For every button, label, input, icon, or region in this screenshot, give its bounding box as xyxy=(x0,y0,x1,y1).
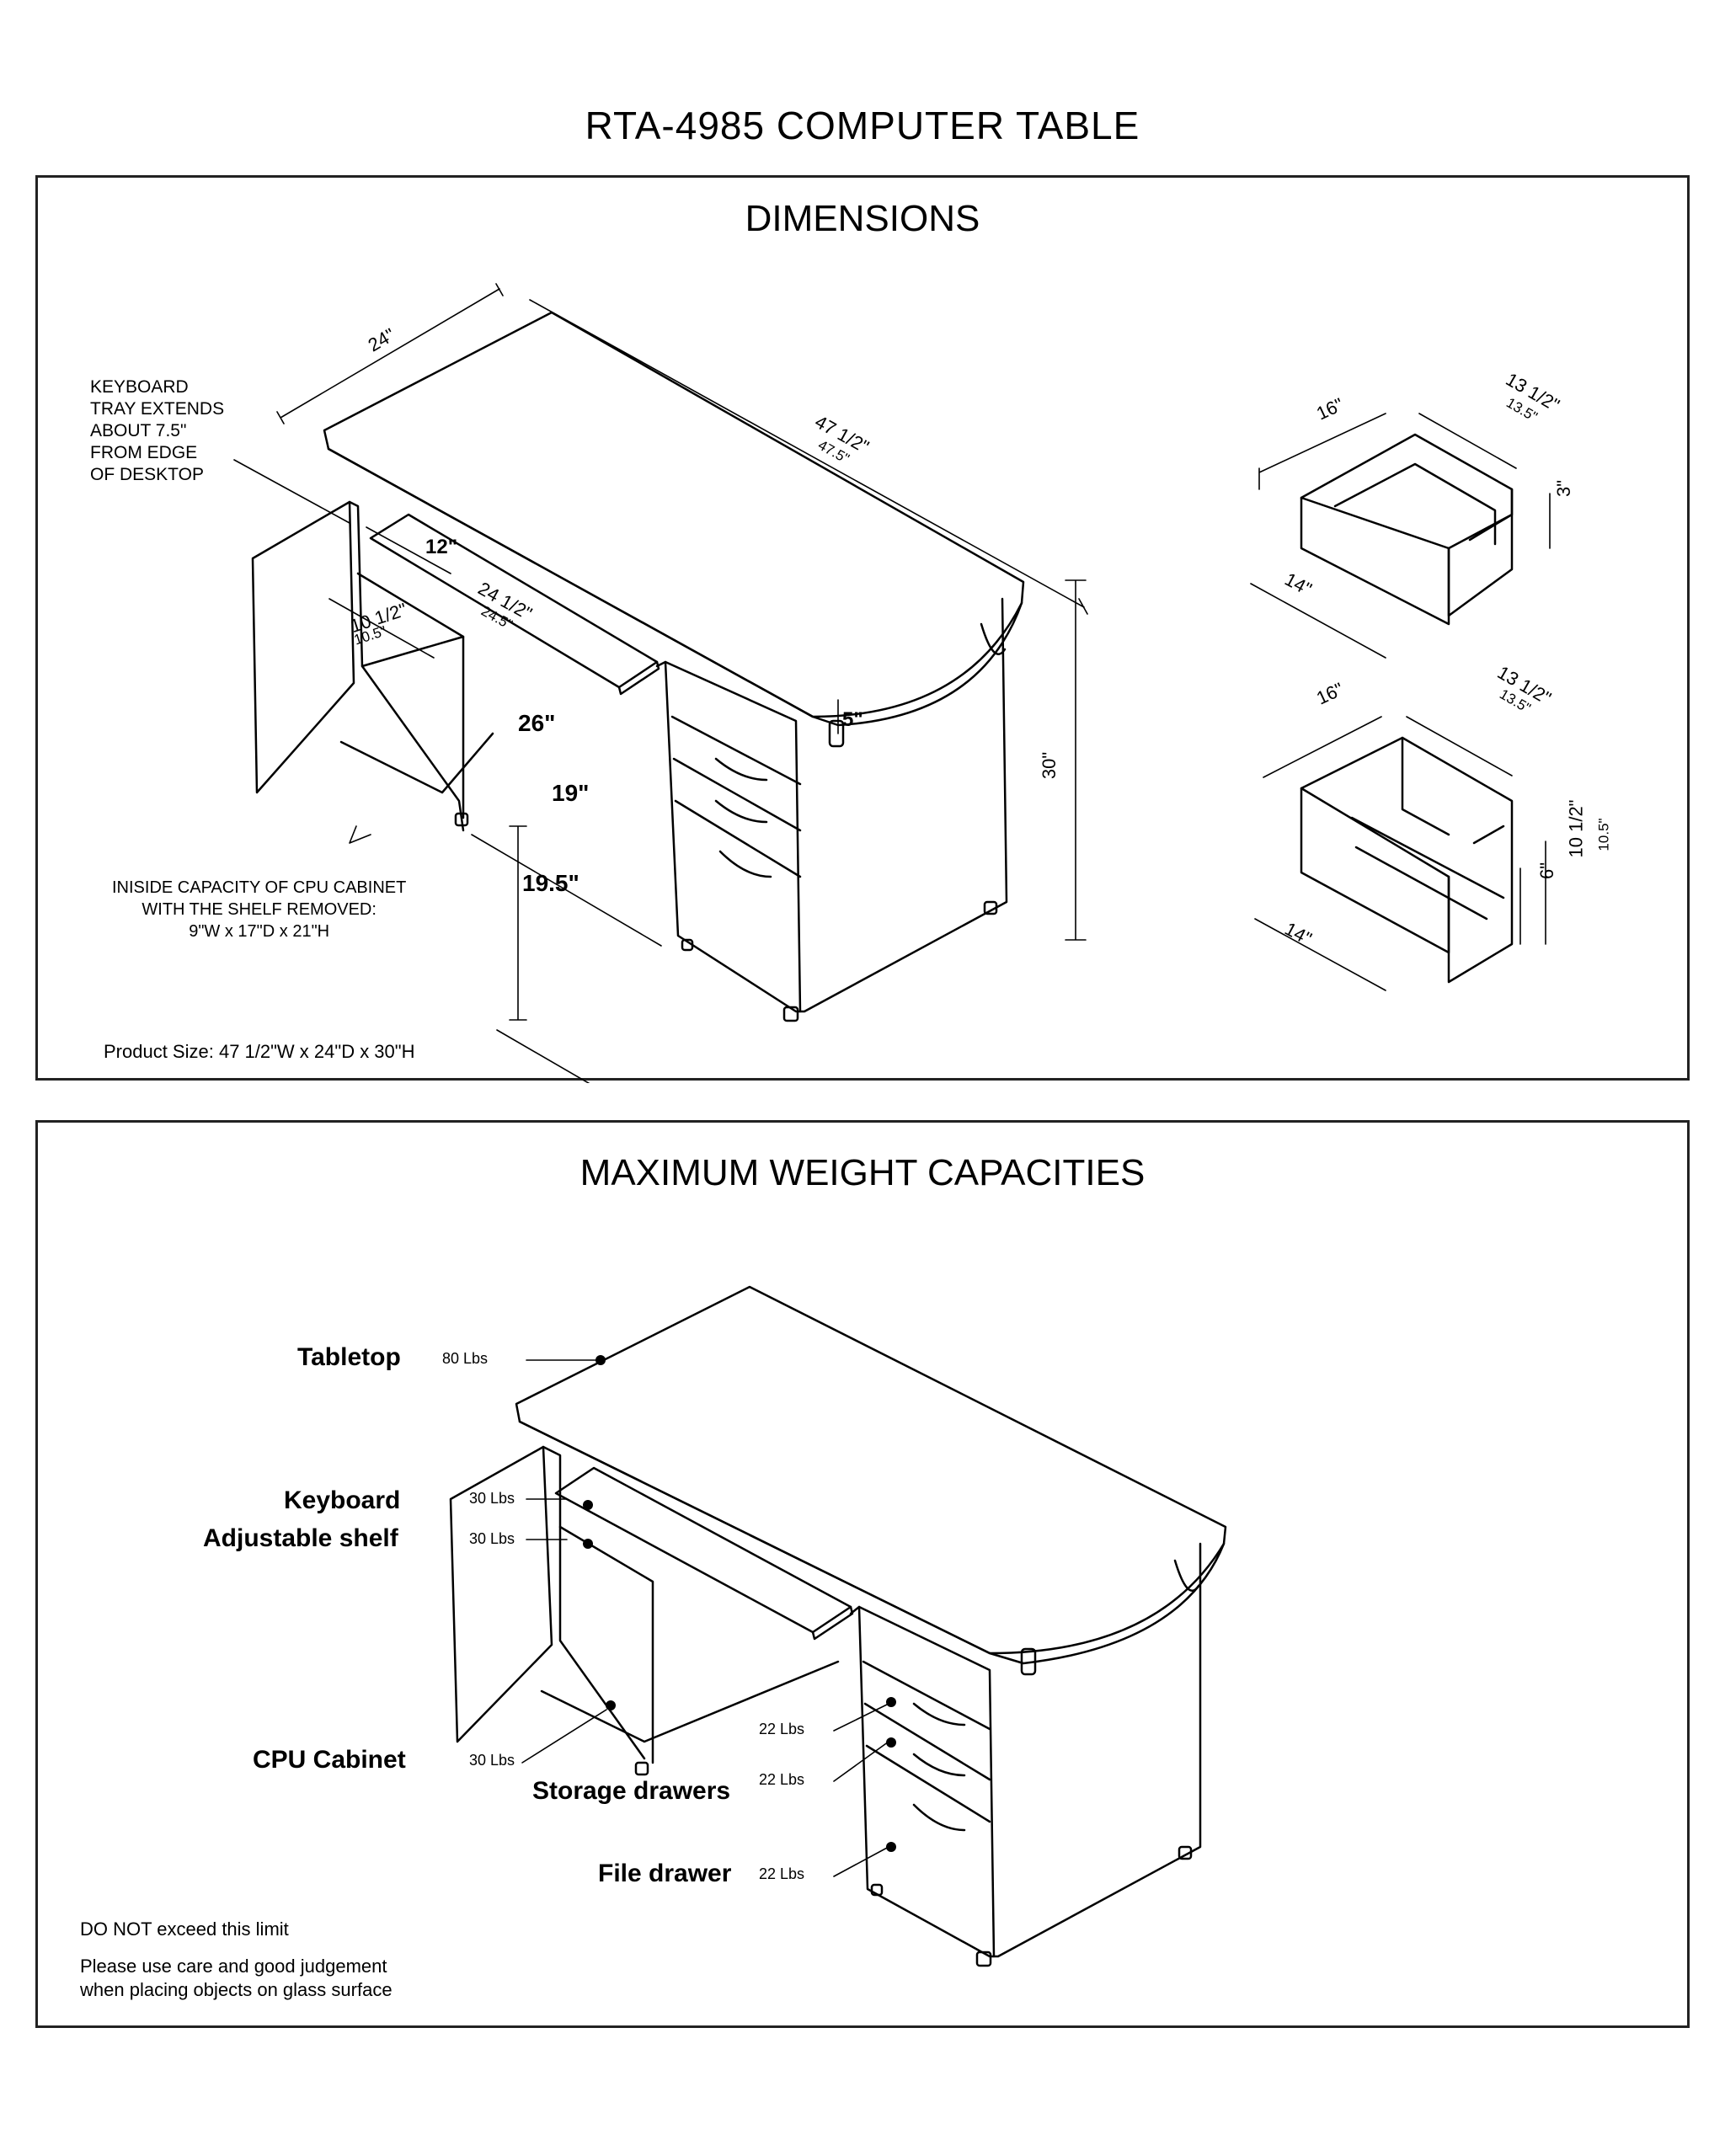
adjustable-shelf-label: Adjustable shelf xyxy=(203,1524,398,1552)
dimensions-heading: DIMENSIONS xyxy=(745,198,980,239)
keyboard-tray-note: KEYBOARD TRAY EXTENDS ABOUT 7.5" FROM ED… xyxy=(90,377,225,484)
cpu-cabinet-label: CPU Cabinet xyxy=(253,1746,406,1774)
dim-knee-height: 26" xyxy=(518,710,556,736)
weight-warning: DO NOT exceed this limit xyxy=(80,1919,289,1940)
desk-dimension-drawing xyxy=(233,283,1551,1083)
adjustable-shelf-value: 30 Lbs xyxy=(469,1530,515,1547)
glass-surface-note: Please use care and good judgement when … xyxy=(80,1956,393,2000)
desk-weight-drawing xyxy=(449,1285,1227,1967)
desk-top xyxy=(515,1285,1227,1665)
cabinet-door xyxy=(251,500,355,794)
dim-file-drawer-height-metric: 10.5" xyxy=(1595,818,1612,851)
cpu-cabinet-value: 30 Lbs xyxy=(469,1752,515,1769)
product-size: Product Size: 47 1/2"W x 24"D x 30"H xyxy=(104,1041,415,1062)
tabletop-label: Tabletop xyxy=(297,1343,401,1371)
storage-drawers-label: Storage drawers xyxy=(532,1777,731,1805)
page-title: RTA-4985 COMPUTER TABLE xyxy=(585,104,1140,147)
file-drawer-label: File drawer xyxy=(598,1860,732,1887)
cpu-cabinet-note: INISIDE CAPACITY OF CPU CABINET WITH THE… xyxy=(112,878,407,941)
dim-overhang: 5" xyxy=(842,708,863,731)
storage-drawer-1-value: 22 Lbs xyxy=(759,1721,805,1737)
dim-desk-height: 30" xyxy=(1039,751,1060,780)
dim-knee-depth: 19.5" xyxy=(522,870,579,896)
storage-drawer-2-value: 22 Lbs xyxy=(759,1771,805,1788)
file-drawer xyxy=(1300,736,1514,984)
keyboard-label: Keyboard xyxy=(284,1486,401,1514)
dim-small-drawer-height: 3" xyxy=(1553,479,1575,498)
dimensions-panel: DIMENSIONS xyxy=(35,175,1690,1083)
dim-tray-depth: 12" xyxy=(425,536,458,558)
tabletop-value: 80 Lbs xyxy=(442,1350,489,1367)
keyboard-value: 30 Lbs xyxy=(469,1490,515,1507)
weight-capacities-panel: MAXIMUM WEIGHT CAPACITIES xyxy=(35,1120,1690,2028)
small-drawer xyxy=(1300,433,1514,617)
dim-file-drawer-height: 10 1/2" xyxy=(1565,799,1587,858)
weight-heading: MAXIMUM WEIGHT CAPACITIES xyxy=(579,1152,1146,1193)
file-drawer-value: 22 Lbs xyxy=(759,1865,805,1882)
dim-knee-width: 19" xyxy=(552,780,590,806)
desk-top xyxy=(323,311,1025,727)
dim-file-drawer-inner-height: 6" xyxy=(1536,862,1558,880)
